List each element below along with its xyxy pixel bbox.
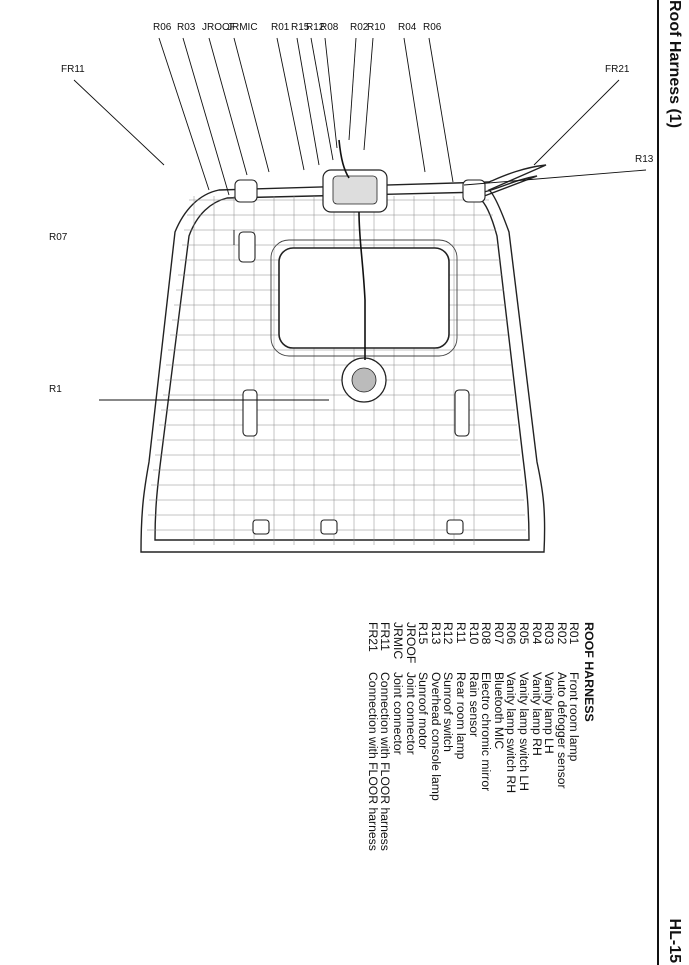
legend-code: R13: [428, 622, 443, 645]
legend-desc: Sunroof switch: [441, 672, 456, 752]
legend-desc: Rear room lamp: [454, 672, 469, 760]
legend-code: R03: [542, 622, 557, 645]
side-components: [234, 179, 486, 535]
callout-r07: R07: [49, 232, 68, 243]
legend-code: R06: [504, 622, 519, 645]
callout-r04: R04: [398, 22, 417, 33]
headliner-outline: [140, 164, 547, 553]
callout-r02: R02: [350, 22, 369, 33]
callout-r10: R10: [367, 22, 386, 33]
legend-heading: ROOF HARNESS: [582, 622, 596, 722]
legend-desc: Vanity lamp switch RH: [504, 672, 519, 794]
legend-code: R01: [567, 622, 582, 645]
legend-desc: Sunroof motor: [416, 672, 431, 750]
callout-fr21: FR21: [605, 64, 630, 75]
legend-code: FR21: [365, 622, 380, 652]
legend-code: JROOF: [403, 622, 418, 664]
callout-jroof: JROOF: [202, 22, 236, 33]
legend-desc: Auto defogger sensor: [554, 672, 569, 789]
legend-desc: Overhead console lamp: [428, 672, 443, 801]
legend-code: R04: [529, 622, 544, 645]
legend-code: R12: [441, 622, 456, 645]
legend-desc: Front room lamp: [567, 672, 582, 762]
legend-desc: Connection with FLOOR harness: [378, 672, 393, 851]
legend-desc: Joint connector: [403, 672, 418, 755]
callout-fr11: FR11: [61, 64, 85, 75]
callout-r06-left: R06: [153, 22, 172, 33]
callout-jrmic: JRMIC: [227, 22, 258, 33]
legend-code: R07: [491, 622, 506, 645]
legend-row: JRMIC Joint connector: [391, 622, 406, 851]
callout-r08: R08: [320, 22, 339, 33]
legend-code: R05: [517, 622, 532, 645]
harness-wire: [338, 139, 366, 360]
callout-r15: R15: [291, 22, 310, 33]
callout-r1: R1: [49, 384, 62, 395]
legend-row: JROOF Joint connector: [403, 622, 418, 851]
legend-code: R08: [479, 622, 494, 645]
leader-lines: [73, 37, 647, 401]
legend-code: R10: [466, 622, 481, 645]
legend-desc: Electro chromic mirror: [479, 672, 494, 792]
legend-code: FR11: [378, 622, 393, 651]
legend-desc: Vanity lamp LH: [542, 672, 557, 754]
legend-code: R11: [454, 622, 469, 644]
legend-desc: Vanity lamp switch LH: [517, 672, 532, 791]
legend-code: R15: [416, 622, 431, 645]
legend-desc: Joint connector: [391, 672, 406, 755]
headliner-inner: [154, 175, 538, 541]
callout-r03: R03: [177, 22, 196, 33]
headliner-shell: [140, 164, 547, 553]
sunroof-opening: [278, 247, 450, 349]
callout-labels: R06 R03 JROOF JRMIC R01 R15 R12 R08 R02 …: [49, 22, 654, 395]
legend-desc: Rain sensor: [466, 672, 481, 738]
callout-r12: R12: [306, 22, 325, 33]
legend-desc: Bluetooth MIC: [491, 672, 506, 750]
callout-r06-right: R06: [423, 22, 442, 33]
legend-desc: Vanity lamp RH: [529, 672, 544, 756]
legend-desc: Connection with FLOOR harness: [365, 672, 380, 851]
callout-r13: R13: [635, 154, 654, 165]
callout-r01: R01: [271, 22, 290, 33]
legend-code: JRMIC: [391, 622, 406, 660]
legend-code: R02: [554, 622, 569, 645]
